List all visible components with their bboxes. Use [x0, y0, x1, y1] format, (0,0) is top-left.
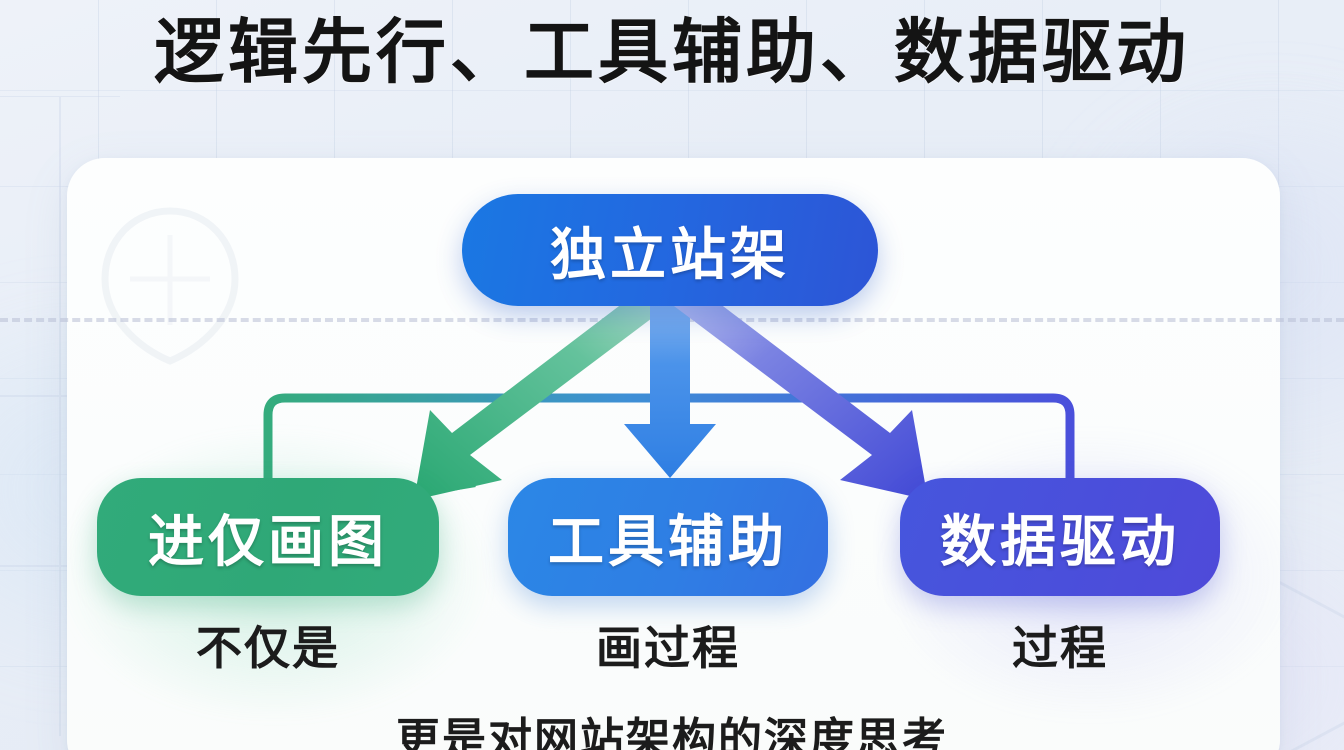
caption-branch-left: 不仅是 [196, 622, 340, 674]
watermark-decoration [101, 207, 239, 365]
page-title: 逻辑先行、工具辅助、数据驱动 [154, 13, 1190, 91]
caption-branch-middle: 画过程 [596, 622, 740, 674]
node-root[interactable]: 独立站架 [462, 194, 878, 306]
dashed-divider [0, 318, 1344, 322]
node-branch-right-label: 数据驱动 [940, 509, 1180, 573]
diagram-footnote: 更是对网站架构的深度思考 [396, 715, 948, 750]
node-branch-middle-label: 工具辅助 [548, 509, 788, 573]
node-branch-left[interactable]: 进仅画图 [97, 478, 439, 596]
node-branch-left-label: 进仅画图 [148, 509, 388, 573]
node-branch-right[interactable]: 数据驱动 [900, 478, 1220, 596]
node-root-label: 独立站架 [550, 222, 790, 286]
caption-branch-right: 过程 [1012, 622, 1108, 674]
node-branch-middle[interactable]: 工具辅助 [508, 478, 828, 596]
background-lines-decoration [0, 96, 120, 736]
